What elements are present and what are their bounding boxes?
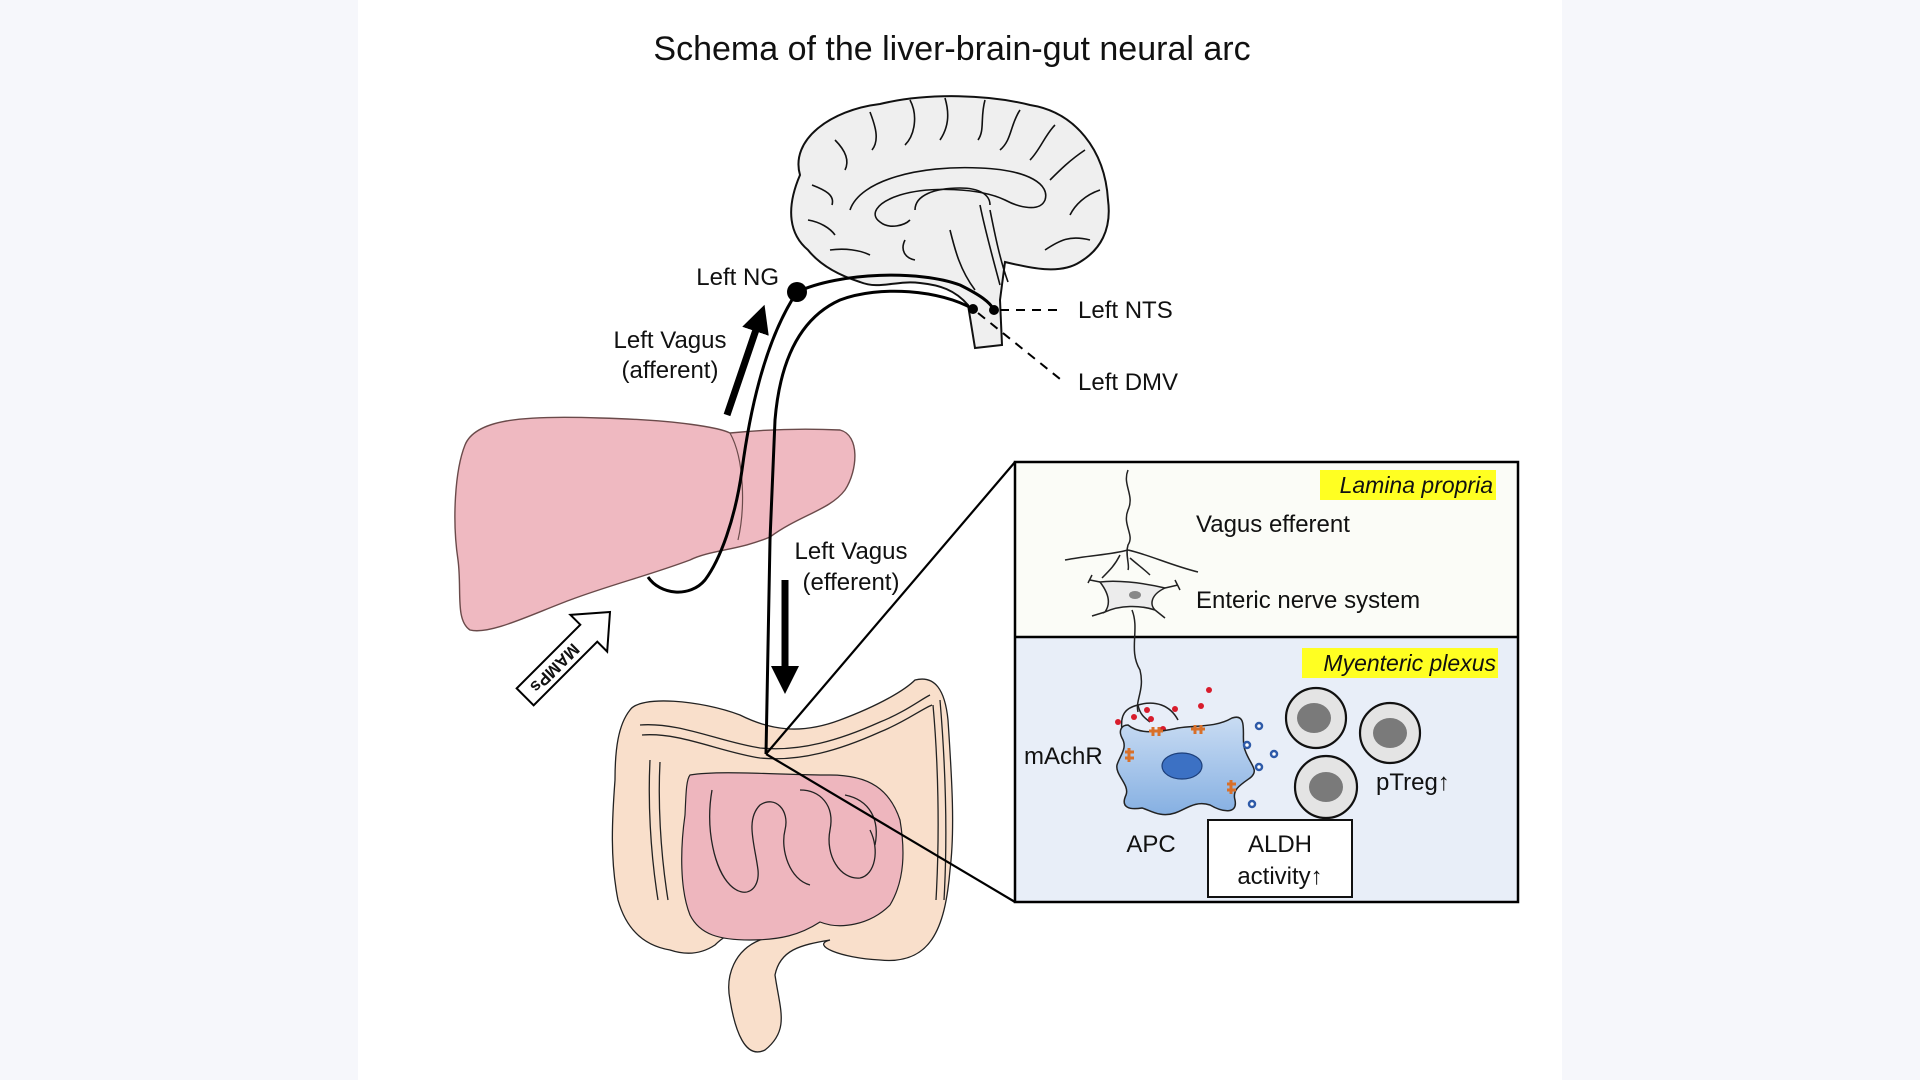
nts-node xyxy=(989,305,999,315)
aldh-label-line2: activity↑ xyxy=(1237,863,1322,890)
nerve-paths xyxy=(646,273,996,755)
aldh-label-line1: ALDH xyxy=(1248,831,1312,858)
apc-label: APC xyxy=(1126,831,1175,858)
zoom-line-bottom xyxy=(765,753,1016,903)
machr-receptors xyxy=(1125,725,1236,794)
efferent-nerve xyxy=(764,289,974,755)
efferent-label-line2: (efferent) xyxy=(803,569,900,596)
afferent-direction-arrow xyxy=(723,304,769,417)
brain-illustration xyxy=(790,95,1110,350)
ptreg-label: pTreg↑ xyxy=(1376,769,1450,796)
ng-to-nts-nerve xyxy=(796,273,996,311)
lamina-heading-highlight xyxy=(1320,470,1496,500)
left-dmv-label: Left DMV xyxy=(1078,369,1178,396)
intestine-illustration xyxy=(611,678,954,1053)
liver-shape xyxy=(454,416,856,632)
left-ng-label: Left NG xyxy=(696,264,779,291)
mamps-label: MAMPs xyxy=(526,640,583,697)
myenteric-heading-highlight xyxy=(1302,648,1498,678)
small-intestine-shape xyxy=(681,772,904,941)
myenteric-heading: Myenteric plexus xyxy=(1323,650,1496,676)
brain-outline xyxy=(790,95,1110,350)
aldh-box xyxy=(1207,819,1353,898)
zoom-line-top xyxy=(765,461,1016,755)
ra-dots xyxy=(1242,721,1279,809)
liver-illustration xyxy=(454,416,856,632)
lamina-heading: Lamina propria xyxy=(1340,472,1493,498)
neuron-nucleus xyxy=(1129,591,1141,599)
vagus-efferent-label: Vagus efferent xyxy=(1196,511,1350,538)
apc-nucleus xyxy=(1161,752,1203,780)
afferent-nerve xyxy=(646,291,799,594)
enteric-nerve-label: Enteric nerve system xyxy=(1196,587,1420,614)
figure-title: Schema of the liver-brain-gut neural arc xyxy=(653,30,1250,68)
left-nts-label: Left NTS xyxy=(1078,297,1173,324)
ptreg-cells xyxy=(1284,686,1422,820)
inset-box: Lamina propria Vagus efferent Enteric ne… xyxy=(1013,460,1520,904)
efferent-label-line1: Left Vagus xyxy=(795,538,908,565)
dmv-leader xyxy=(977,312,1066,384)
brain-sulci xyxy=(807,97,1101,291)
ng-node xyxy=(787,282,807,302)
machr-label: mAchR xyxy=(1024,743,1103,770)
afferent-label-line1: Left Vagus xyxy=(614,327,727,354)
intestine-folds xyxy=(639,694,947,901)
afferent-label-line2: (afferent) xyxy=(622,357,719,384)
dmv-node xyxy=(968,304,978,314)
